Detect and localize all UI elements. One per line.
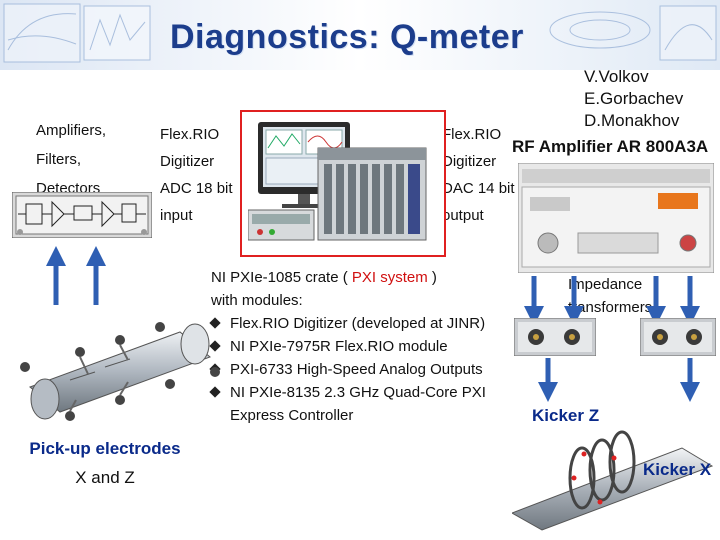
transformer-image [640, 318, 716, 356]
kicker-z-label: Kicker Z [532, 406, 599, 426]
kicker-x-label: Kicker X [643, 460, 711, 480]
pickup-label: Pick-up electrodes X and Z [20, 434, 190, 492]
pickup-electrode-image [10, 312, 230, 427]
transformer-image [514, 318, 596, 356]
